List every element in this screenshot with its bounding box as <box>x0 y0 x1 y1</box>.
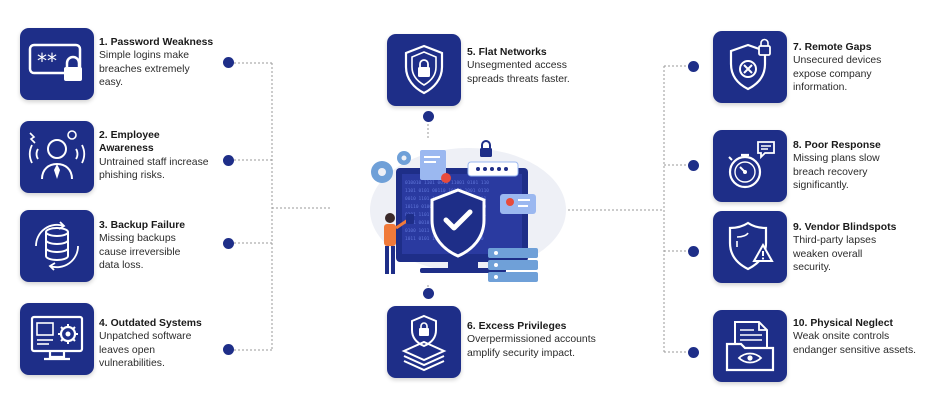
employee-idea-icon <box>28 130 86 180</box>
connector-dot-9 <box>688 246 699 257</box>
connector-dot-2 <box>223 155 234 166</box>
connector-dot-1 <box>223 57 234 68</box>
item-9-desc: Third-party lapses weaken overall securi… <box>793 235 877 274</box>
item-4-icon-box <box>20 303 94 375</box>
connector-dot-4 <box>223 344 234 355</box>
item-4-desc: Unpatched software leaves open vulnerabi… <box>99 331 192 370</box>
item-4-text: 4. Outdated Systems Unpatched software l… <box>99 317 239 371</box>
shield-lock-icon <box>404 44 444 95</box>
shield-x-icon <box>729 38 771 91</box>
item-2-text: 2. Employee Awareness Untrained staff in… <box>99 129 239 183</box>
connector-dot-10 <box>688 347 699 358</box>
connector-dot-6 <box>423 288 434 299</box>
password-lock-icon: ** <box>28 43 82 81</box>
person-figure <box>384 213 414 274</box>
security-illustration: 010010 1101 0010 11001 0101 110 1101 010… <box>370 140 566 282</box>
item-3-text: 3. Backup Failure Missing backups cause … <box>99 219 239 273</box>
svg-text:1101 0101 00110 10110 1001 011: 1101 0101 00110 10110 1001 0110 <box>405 188 489 194</box>
item-1-desc: Simple logins make breaches extremely ea… <box>99 50 190 89</box>
item-7-text: 7. Remote Gaps Unsecured devices expose … <box>793 41 933 95</box>
item-8-desc: Missing plans slow breach recovery signi… <box>793 153 880 192</box>
item-1-title: 1. Password Weakness <box>99 37 214 48</box>
database-backup-icon <box>35 221 79 271</box>
item-5-title: 5. Flat Networks <box>467 47 547 58</box>
item-6-desc: Overpermissioned accounts amplify securi… <box>467 334 596 359</box>
item-2-icon-box <box>20 121 94 193</box>
outdated-system-icon <box>30 315 84 361</box>
item-1-text: 1. Password Weakness Simple logins make … <box>99 36 239 90</box>
stopwatch-icon <box>728 141 775 189</box>
item-9-text: 9. Vendor Blindspots Third-party lapses … <box>793 221 933 275</box>
item-2-title: 2. Employee Awareness <box>99 130 160 155</box>
item-6-title: 6. Excess Privileges <box>467 321 567 332</box>
shield-warning-icon <box>728 221 774 271</box>
connector-dot-5 <box>423 111 434 122</box>
svg-text:**: ** <box>37 49 57 73</box>
item-3-title: 3. Backup Failure <box>99 220 186 231</box>
item-9-icon-box <box>713 211 787 283</box>
item-6-text: 6. Excess Privileges Overpermissioned ac… <box>467 320 607 360</box>
item-8-text: 8. Poor Response Missing plans slow brea… <box>793 139 933 193</box>
item-5-desc: Unsegmented access spreads threats faste… <box>467 60 570 85</box>
item-5-text: 5. Flat Networks Unsegmented access spre… <box>467 46 607 86</box>
item-10-text: 10. Physical Neglect Weak onsite control… <box>793 317 933 357</box>
item-7-desc: Unsecured devices expose company informa… <box>793 55 882 94</box>
connector-dot-7 <box>688 61 699 72</box>
svg-text:010010 1101 0010 11001 0101 11: 010010 1101 0010 11001 0101 110 <box>405 180 489 186</box>
item-8-title: 8. Poor Response <box>793 140 881 151</box>
item-8-icon-box <box>713 130 787 202</box>
item-10-desc: Weak onsite controls endanger sensitive … <box>793 331 917 356</box>
layered-lock-icon <box>401 314 447 372</box>
item-7-title: 7. Remote Gaps <box>793 42 872 53</box>
item-10-icon-box <box>713 310 787 382</box>
item-6-icon-box <box>387 306 461 378</box>
item-3-desc: Missing backups cause irreversible data … <box>99 233 181 272</box>
gear-icon <box>371 151 411 183</box>
item-10-title: 10. Physical Neglect <box>793 318 893 329</box>
connector-dot-8 <box>688 160 699 171</box>
item-2-desc: Untrained staff increase phishing risks. <box>99 156 209 182</box>
secure-document-icon <box>725 321 775 372</box>
item-3-icon-box <box>20 210 94 282</box>
item-4-title: 4. Outdated Systems <box>99 318 202 329</box>
connector-dot-3 <box>223 238 234 249</box>
server-stack-icon <box>488 248 538 282</box>
item-9-title: 9. Vendor Blindspots <box>793 222 897 233</box>
item-7-icon-box <box>713 31 787 103</box>
item-5-icon-box <box>387 34 461 106</box>
item-1-icon-box: ** <box>20 28 94 100</box>
